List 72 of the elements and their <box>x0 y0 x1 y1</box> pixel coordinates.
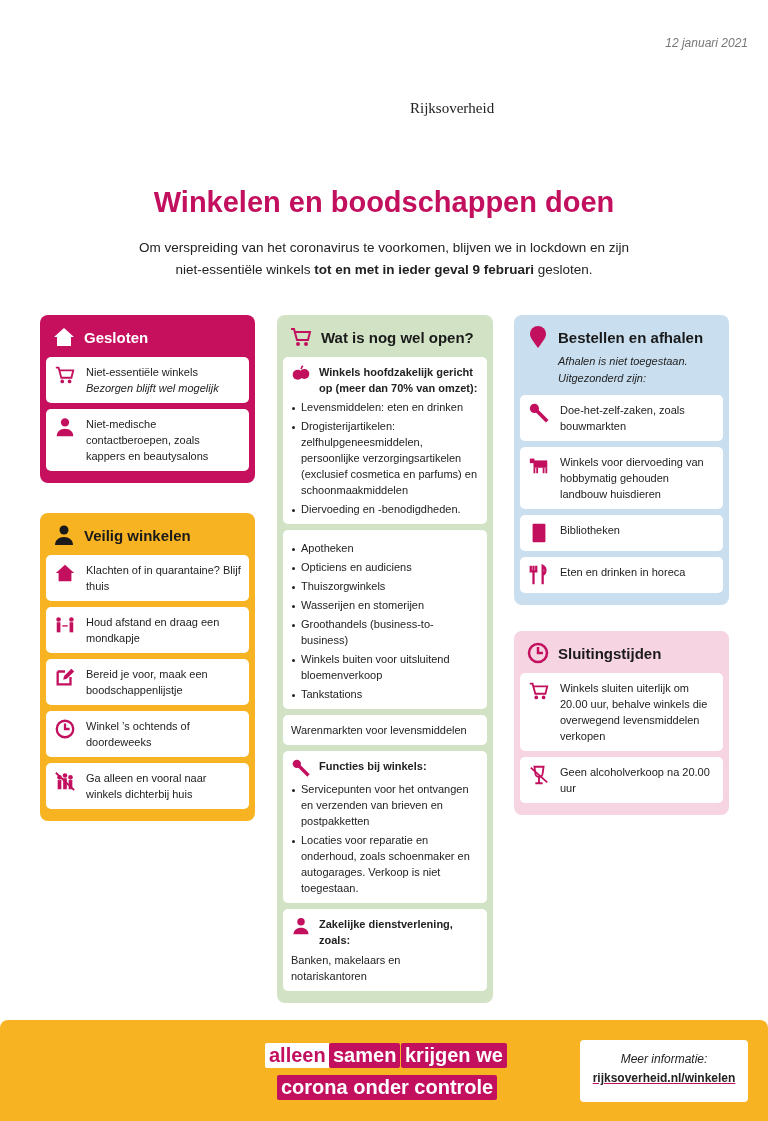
category-panel <box>514 631 729 815</box>
panel-heading: Veilig winkelen <box>84 526 191 544</box>
card-heading: Zakelijke dienstverlening, zoals: <box>319 917 454 948</box>
footer-banner <box>0 1020 768 1121</box>
panel-subtitle: Afhalen is niet toegestaan. Uitgezonderd zijn: <box>558 354 689 386</box>
list-item: Groothandels (business-to-business) <box>291 616 479 648</box>
info-card <box>46 555 249 601</box>
category-panel <box>40 513 255 821</box>
card-heading: Functies bij winkels: <box>319 759 427 774</box>
info-card <box>283 751 487 903</box>
list-item: Opticiens en audiciens <box>291 559 479 575</box>
slogan-word: samen <box>329 1043 401 1068</box>
info-box <box>580 1040 748 1102</box>
slogan-word: corona onder controle <box>277 1075 498 1100</box>
info-card <box>283 357 487 524</box>
category-panel <box>277 315 493 1003</box>
list-item: Winkels buiten voor uitsluitend bloemenverkoop <box>291 651 479 683</box>
card-text: Klachten of in quarantaine? Blijf thuis <box>86 563 241 594</box>
info-card <box>283 909 487 991</box>
page-title: Winkelen en boodschappen doen <box>152 186 616 219</box>
panel-heading: Sluitingstijden <box>558 644 662 662</box>
card-text: Eten en drinken in horeca <box>560 565 687 580</box>
info-card <box>283 715 487 745</box>
list-item: Apotheken <box>291 540 479 556</box>
list-item: Thuiszorgwinkels <box>291 578 479 594</box>
list-item: Servicepunten voor het ontvangen en verzenden van brieven en postpakketten <box>291 781 479 829</box>
web-link: rijksoverheid.nl/winkelen <box>592 1071 736 1085</box>
list-item: Diervoeding en -benodigdheden. <box>291 501 479 517</box>
slogan-word: alleen <box>265 1043 330 1068</box>
info-card <box>46 607 249 653</box>
panel-heading: Gesloten <box>84 328 149 346</box>
card-text: Houd afstand en draag een mondkapje <box>86 615 221 646</box>
card-text: Winkels sluiten uiterlijk om 20.00 uur, behalve winkels die overwegend levensmiddelen verkopen <box>560 681 709 744</box>
info-card <box>46 763 249 809</box>
info-text: Meer informatie: <box>619 1052 709 1066</box>
card-text: Geen alcoholverkoop na 20.00 uur <box>560 765 711 796</box>
info-card <box>283 530 487 709</box>
card-text: Bibliotheken <box>560 523 621 538</box>
info-card <box>46 409 249 471</box>
intro-paragraph: Om verspreiding van het coronavirus te voorkomen, blijven we in lockdown en zijn niet-essentiële winkels tot en met in ieder geval 9 februari gesloten. <box>138 239 630 279</box>
card-text: Winkels voor diervoeding van hobbymatig gehouden landbouw huisdieren <box>560 455 705 502</box>
card-text: Doe-het-zelf-zaken, zoals bouwmarkten <box>560 403 686 434</box>
info-card <box>46 357 249 403</box>
card-note: Bezorgen blijft wel mogelijk <box>86 381 220 396</box>
card-text: Bereid je voor, maak een boodschappenlijstje <box>86 667 209 698</box>
card-text: Banken, makelaars en notariskantoren <box>291 953 402 984</box>
card-heading: Winkels hoofdzakelijk gericht op (meer dan 70% van omzet): <box>319 365 479 396</box>
panel-heading: Bestellen en afhalen <box>558 328 704 346</box>
list-item: Levensmiddelen: eten en drinken <box>291 399 479 415</box>
organisation-name: Rijksoverheid <box>410 100 495 117</box>
info-card <box>520 557 723 593</box>
info-card <box>520 395 723 441</box>
list-item: Drogisterijartikelen: zelfhulpgeneesmiddelen, persoonlijke verzorgingsartikelen (exclusief cosmetica en parfums) en schoonmaakmiddelen <box>291 418 479 498</box>
category-panel <box>40 315 255 483</box>
slogan-word: krijgen we <box>401 1043 507 1068</box>
info-card <box>520 673 723 751</box>
list-item: Wasserijen en stomerijen <box>291 597 479 613</box>
list-item: Tankstations <box>291 686 479 702</box>
info-card <box>520 515 723 551</box>
list-item: Locaties voor reparatie en onderhoud, zoals schoenmaker en autogarages. Verkoop is niet toegestaan. <box>291 832 479 896</box>
info-card <box>520 757 723 803</box>
panel-heading: Wat is nog wel open? <box>321 328 474 346</box>
category-panel <box>514 315 729 605</box>
card-text: Winkel ’s ochtends of doordeweeks <box>86 719 191 750</box>
card-text: Niet-medische contactberoepen, zoals kappers en beautysalons <box>86 417 210 464</box>
date-text: 12 januari 2021 <box>665 36 748 50</box>
info-card <box>46 711 249 757</box>
info-card <box>46 659 249 705</box>
card-text: Warenmarkten voor levensmiddelen <box>291 723 468 738</box>
card-text: Niet-essentiële winkels <box>86 365 199 380</box>
info-card <box>520 447 723 509</box>
card-text: Ga alleen en vooral naar winkels dichterbij huis <box>86 771 208 802</box>
